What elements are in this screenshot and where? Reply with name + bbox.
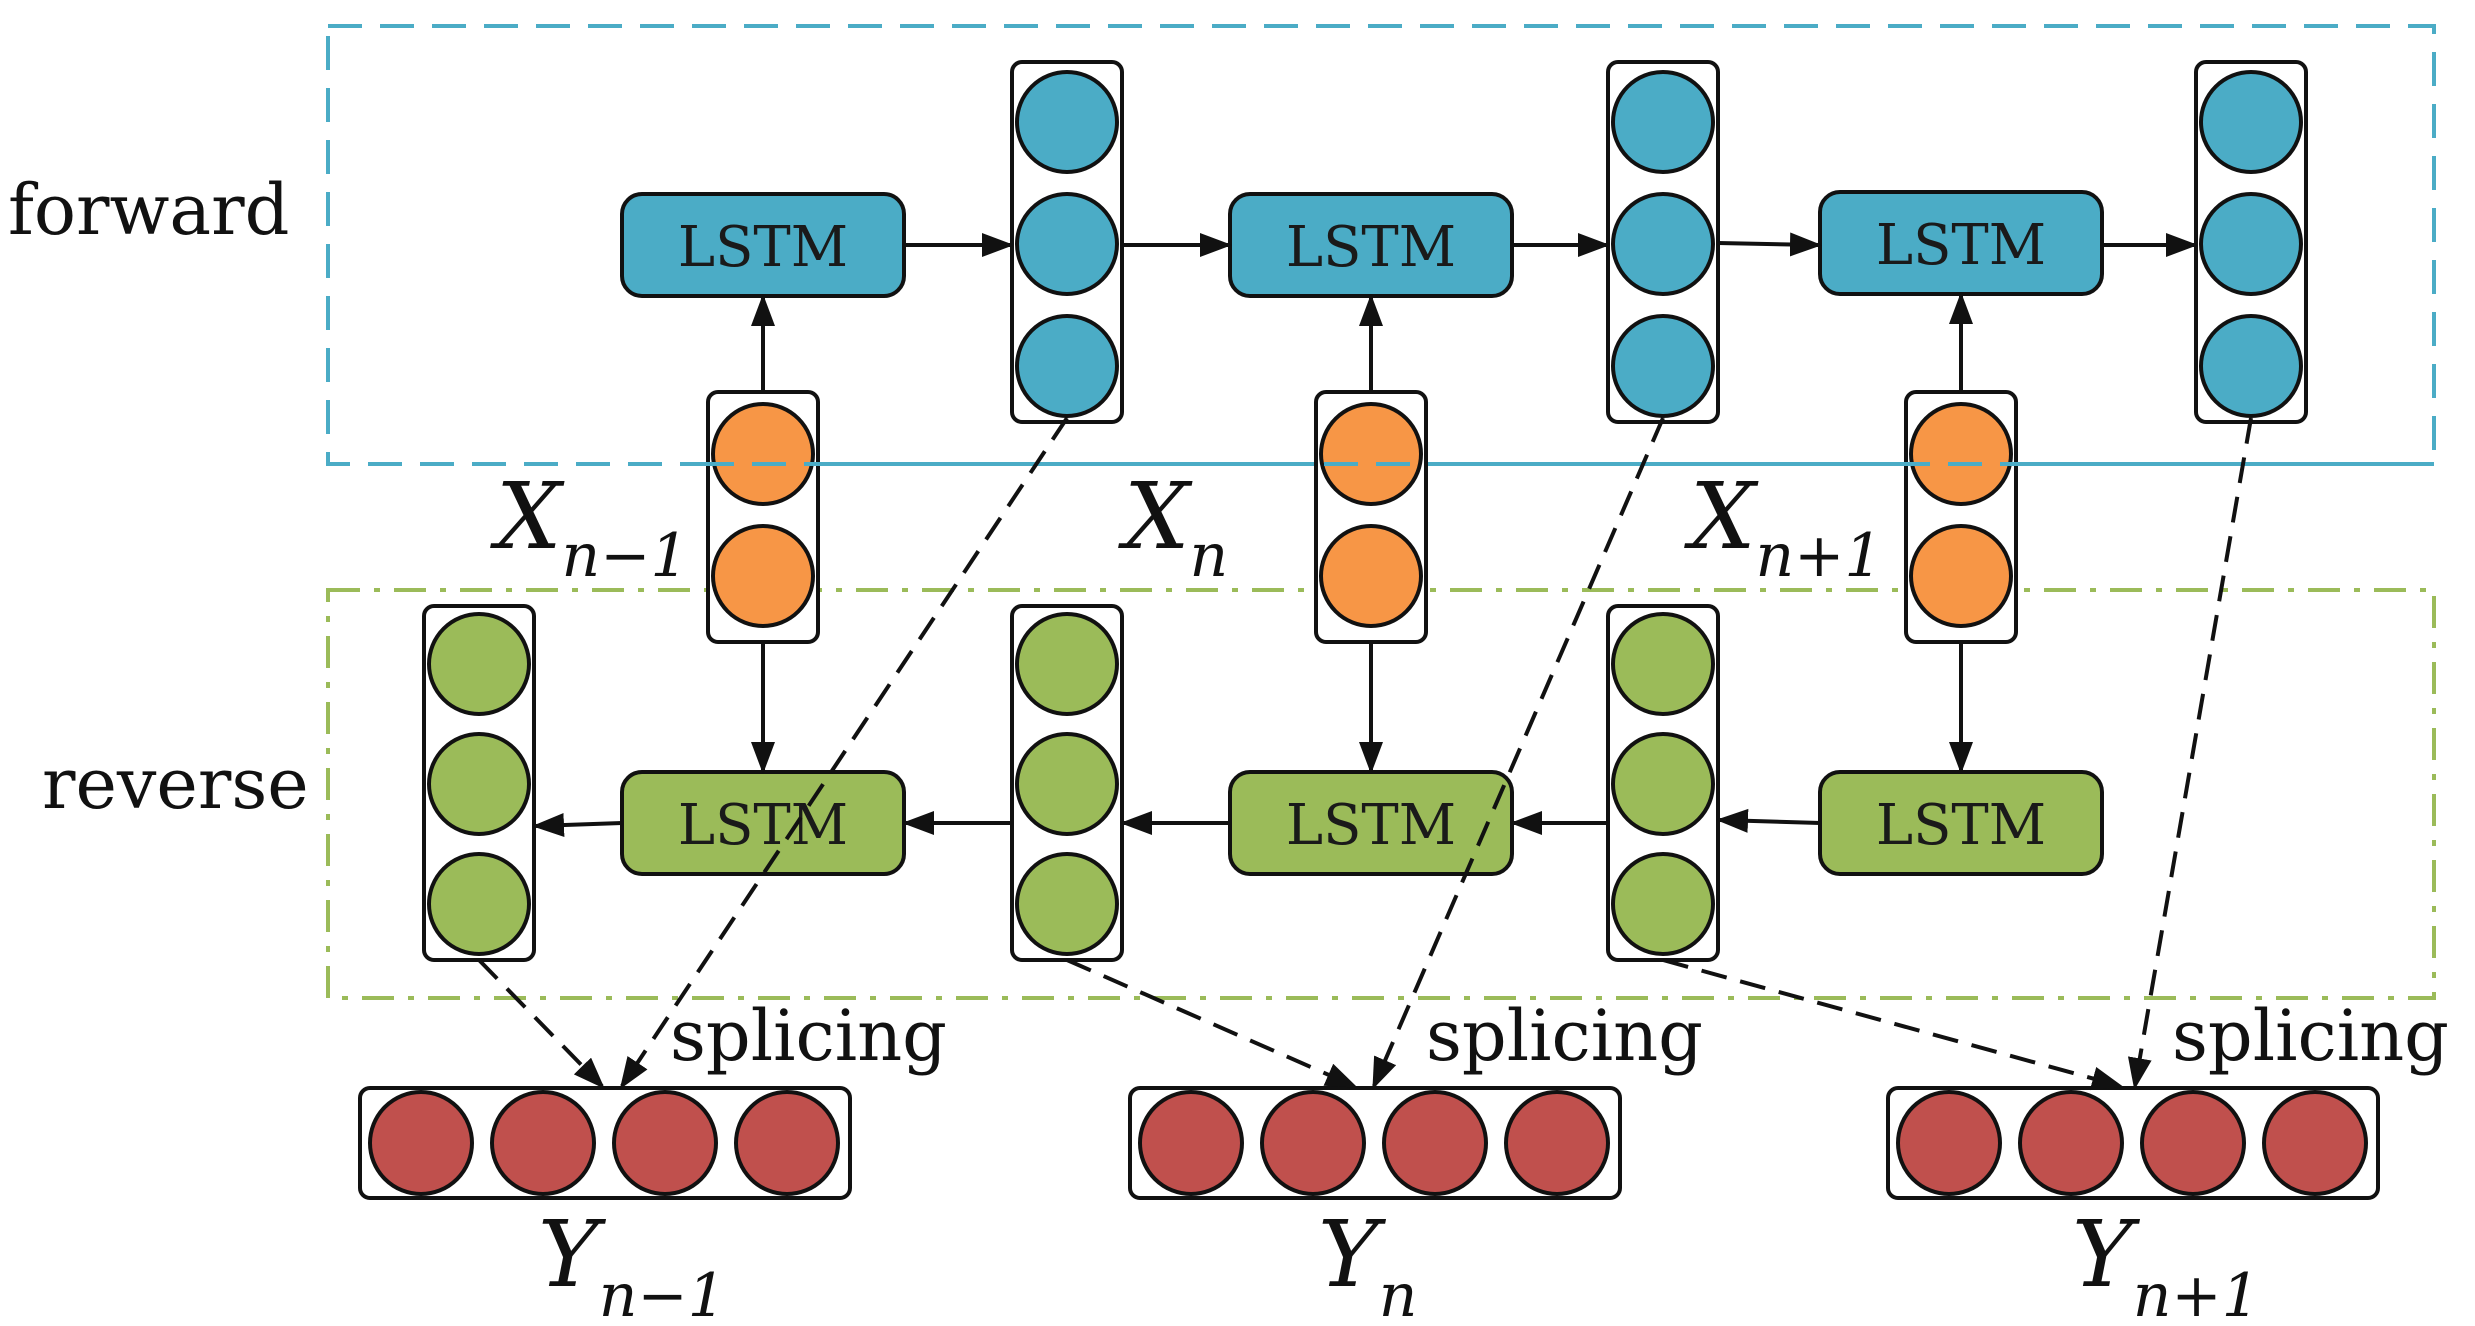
reverse-arrows <box>532 642 1973 838</box>
reverse-hidden-2 <box>1010 604 1124 962</box>
splicing-label-1: splicing <box>670 995 947 1077</box>
reverse-lstm-2: LSTM <box>1228 770 1514 876</box>
forward-lstm-1: LSTM <box>620 192 906 298</box>
reverse-region <box>326 588 2436 1000</box>
lstm-label: LSTM <box>1876 213 2046 278</box>
reverse-hidden-1 <box>422 604 536 962</box>
forward-hidden-3 <box>2194 60 2308 424</box>
forward-lstm-2: LSTM <box>1228 192 1514 298</box>
forward-hidden-2 <box>1606 60 1720 424</box>
output-y-1 <box>358 1086 852 1200</box>
forward-hidden-1 <box>1010 60 1124 424</box>
reverse-hidden-3 <box>1606 604 1720 962</box>
lstm-label: LSTM <box>1286 793 1456 858</box>
lstm-label: LSTM <box>1876 793 2046 858</box>
lstm-label: LSTM <box>678 793 848 858</box>
lstm-label: LSTM <box>678 215 848 280</box>
splicing-label-2: splicing <box>1426 995 1703 1077</box>
lstm-label: LSTM <box>1286 215 1456 280</box>
output-label-2: Yn <box>1318 1201 1417 1326</box>
reverse-label: reverse <box>42 743 309 825</box>
splicing-label-3: splicing <box>2172 995 2449 1077</box>
splicing-arrows <box>477 416 2253 1091</box>
output-label-3: Yn+1 <box>2072 1201 2260 1326</box>
input-label-2: Xn <box>1118 463 1228 591</box>
output-label-1: Yn−1 <box>538 1201 726 1326</box>
output-y-3 <box>1886 1086 2380 1200</box>
forward-lstm-3: LSTM <box>1818 190 2104 296</box>
forward-arrows <box>751 232 2198 392</box>
input-x-2 <box>1314 390 1428 644</box>
input-x-3 <box>1904 390 2018 644</box>
reverse-lstm-3: LSTM <box>1818 770 2104 876</box>
forward-label: forward <box>8 169 289 251</box>
input-label-1: Xn−1 <box>490 463 689 591</box>
reverse-lstm-1: LSTM <box>620 770 906 876</box>
input-label-3: Xn+1 <box>1684 463 1883 591</box>
input-x-1 <box>706 390 820 644</box>
output-y-2 <box>1128 1086 1622 1200</box>
